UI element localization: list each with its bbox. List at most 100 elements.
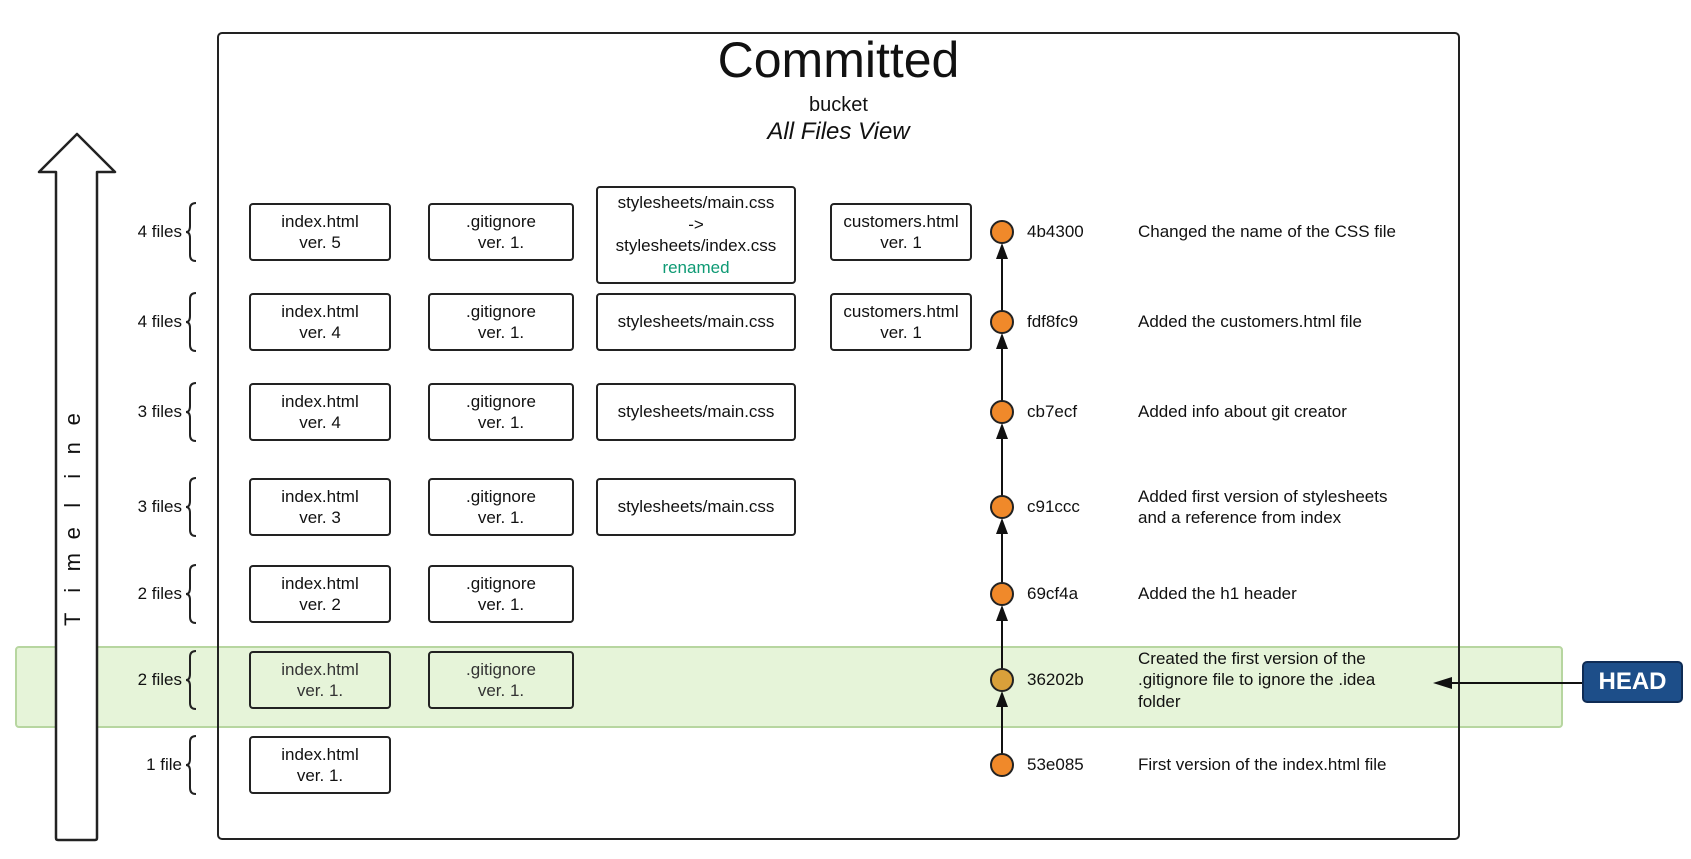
commit-dot[interactable] <box>990 753 1014 777</box>
commit-dot[interactable] <box>990 400 1014 424</box>
committed-frame <box>217 32 1460 840</box>
commit-arrowhead <box>996 605 1008 621</box>
commit-message-line: Changed the name of the CSS file <box>1138 222 1396 242</box>
file-box-line: ver. 1. <box>477 681 525 700</box>
file-box-line: .gitignore <box>466 301 536 321</box>
file-box-line: customers.html <box>843 301 959 321</box>
file-box-line: index.html <box>281 573 359 593</box>
view-name: All Files View <box>767 118 910 145</box>
timeline-letter: i <box>59 473 85 479</box>
commit-arrowhead <box>996 243 1008 259</box>
file-box-line: index.html <box>281 301 359 321</box>
file-box[interactable]: index.html ver. 1. <box>249 736 391 794</box>
file-box[interactable]: stylesheets/main.css <box>596 383 796 441</box>
commit-hash[interactable]: c91ccc <box>1027 497 1080 516</box>
file-box[interactable]: index.html ver. 5 <box>249 203 391 261</box>
commit-message-line: and a reference from index <box>1138 508 1342 527</box>
commit-message: Created the first version of the.gitigno… <box>1138 648 1428 713</box>
file-box-line: ver. 1. <box>296 766 344 785</box>
file-box-line: ver. 1. <box>477 595 525 614</box>
file-box[interactable]: stylesheets/main.css->stylesheets/index.… <box>596 186 796 284</box>
count-brace <box>185 735 197 795</box>
commit-dot[interactable] <box>990 310 1014 334</box>
file-box[interactable]: index.html ver. 4 <box>249 383 391 441</box>
commit-message-line: .gitignore file to ignore the .idea <box>1138 670 1376 690</box>
commit-dot[interactable] <box>990 668 1014 692</box>
timeline-letter: T <box>59 612 85 626</box>
file-box-line: index.html <box>281 391 359 411</box>
file-count-label: 4 files <box>137 222 182 241</box>
file-box-line: -> <box>688 214 704 234</box>
commit-hash[interactable]: fdf8fc9 <box>1027 312 1079 331</box>
commit-hash[interactable]: 4b4300 <box>1027 222 1084 241</box>
commit-message-line: Added the customers.html file <box>1138 312 1362 332</box>
commit-message: First version of the index.html file <box>1138 754 1428 776</box>
file-count-label: 1 file <box>146 755 182 774</box>
commit-hash[interactable]: 36202b <box>1027 670 1084 689</box>
file-box-line: ver. 2 <box>299 595 341 614</box>
timeline-letter: e <box>59 527 85 540</box>
commit-arrowhead <box>996 518 1008 534</box>
file-box-line: ver. 1. <box>477 323 525 342</box>
file-box-line: ver. 4 <box>299 323 341 342</box>
file-box-line: index.html <box>281 744 359 764</box>
diagram-title: Committed <box>717 32 960 88</box>
count-brace <box>185 292 197 352</box>
file-box-line: stylesheets/main.css <box>617 402 775 422</box>
file-box[interactable]: index.html ver. 4 <box>249 293 391 351</box>
commit-message: Added first version of stylesheets and a … <box>1138 486 1428 529</box>
file-box[interactable]: index.html ver. 2 <box>249 565 391 623</box>
file-box[interactable]: .gitignore ver. 1. <box>428 565 574 623</box>
file-box-line: ver. 1 <box>880 233 922 252</box>
commit-dot[interactable] <box>990 220 1014 244</box>
file-count-label: 4 files <box>137 312 182 331</box>
file-count-label: 2 files <box>137 584 182 603</box>
commit-message-line: Added info about git creator <box>1138 402 1347 422</box>
file-count-label: 3 files <box>137 402 182 421</box>
file-box-line: ver. 1. <box>477 233 525 252</box>
file-box-line: ver. 3 <box>299 508 341 527</box>
commit-dots <box>990 220 1014 777</box>
diagram-subtitle: bucket <box>809 94 868 116</box>
count-braces <box>185 202 197 795</box>
commit-hash[interactable]: 53e085 <box>1027 755 1084 774</box>
file-box-line: index.html <box>281 211 359 231</box>
file-box[interactable]: stylesheets/main.css <box>596 478 796 536</box>
file-box[interactable]: .gitignore ver. 1. <box>428 293 574 351</box>
file-box[interactable]: .gitignore ver. 1. <box>428 203 574 261</box>
file-box-line: .gitignore <box>466 659 536 679</box>
commit-hash[interactable]: 69cf4a <box>1027 584 1079 603</box>
file-box-line: .gitignore <box>466 391 536 411</box>
commit-message-line: First version of the index.html file <box>1138 755 1387 775</box>
commit-message: Added the customers.html file <box>1138 311 1428 333</box>
renamed-note: renamed <box>662 257 730 277</box>
file-box-line: .gitignore <box>466 211 536 231</box>
commit-message-line: Added first version of stylesheets <box>1138 486 1388 506</box>
file-box-line: .gitignore <box>466 573 536 593</box>
commit-arrowhead <box>996 691 1008 707</box>
head-badge[interactable]: HEAD <box>1582 661 1683 703</box>
file-box-line: stylesheets/index.css <box>615 236 777 255</box>
commit-dot[interactable] <box>990 582 1014 606</box>
commit-hash[interactable]: cb7ecf <box>1027 402 1078 421</box>
file-box-line: ver. 4 <box>299 413 341 432</box>
commit-message: Added the h1 header <box>1138 583 1428 605</box>
file-box-line: ver. 1. <box>477 508 525 527</box>
commit-message: Changed the name of the CSS file <box>1138 221 1428 243</box>
commit-dot[interactable] <box>990 495 1014 519</box>
count-brace <box>185 564 197 624</box>
file-box-line: ver. 5 <box>299 233 341 252</box>
commit-arrowhead <box>996 333 1008 349</box>
count-brace <box>185 382 197 442</box>
file-box[interactable]: stylesheets/main.css <box>596 293 796 351</box>
file-box-line: stylesheets/main.css <box>617 312 775 332</box>
commit-message-line: Created the first version of the <box>1138 648 1366 668</box>
file-box[interactable]: .gitignore ver. 1. <box>428 651 574 709</box>
commit-message-line: Added the h1 header <box>1138 584 1297 604</box>
